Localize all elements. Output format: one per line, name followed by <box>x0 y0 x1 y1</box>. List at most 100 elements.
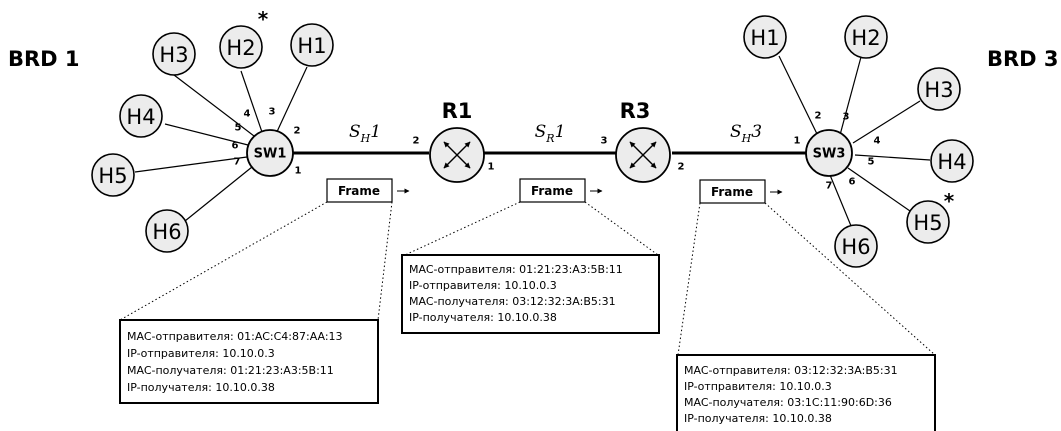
host-circle <box>834 224 878 268</box>
mac-destination: MAC-получателя: 03:1C:11:90:6D:36 <box>684 396 892 409</box>
switch-circle <box>805 129 853 177</box>
segment-sub: H <box>360 132 371 145</box>
host-h2-left[interactable]: H2 <box>219 25 263 69</box>
info-box <box>401 254 660 334</box>
host-circle <box>930 139 974 183</box>
host-circle <box>290 23 334 67</box>
frame-info-1: MAC-отправителя: 01:AC:C4:87:AA:13 IP-от… <box>119 319 379 404</box>
callout-line <box>584 201 659 256</box>
ip-source: IP-отправителя: 10.10.0.3 <box>127 347 275 360</box>
svg-text:SR1: SR1 <box>535 122 566 145</box>
sw3-port-numbers: 2 3 4 5 6 7 <box>815 111 881 192</box>
router-r3[interactable]: R3 <box>615 99 671 183</box>
host-circle <box>844 15 888 59</box>
link-sw1-h6 <box>184 166 253 222</box>
ip-source: IP-отправителя: 10.10.0.3 <box>409 279 557 292</box>
port-number: 4 <box>874 136 881 147</box>
host-h4-left[interactable]: H4 <box>119 94 163 138</box>
frame-box-2[interactable]: Frame <box>519 178 603 203</box>
port-number: 4 <box>244 109 251 120</box>
host-circle <box>743 15 787 59</box>
host-h1-right[interactable]: H1 <box>743 15 787 59</box>
link-sw1-h4 <box>164 123 249 146</box>
link-sw3-h3 <box>852 100 921 144</box>
right-hosts: H1 H2 H3 H4 H5 * H6 <box>743 15 974 268</box>
host-label: H3 <box>924 78 953 102</box>
left-host-links <box>134 66 308 222</box>
host-label: H1 <box>297 34 326 58</box>
info-box <box>119 319 379 404</box>
left-hosts: H3 H2 * H1 H4 H5 H6 <box>91 7 334 253</box>
port-number: 3 <box>843 112 850 123</box>
port-number: 6 <box>232 141 239 152</box>
mac-source: MAC-отправителя: 01:AC:C4:87:AA:13 <box>127 330 343 343</box>
sw1-port-numbers: 4 3 2 5 6 7 1 <box>232 107 302 177</box>
host-label: H3 <box>159 43 188 67</box>
host-circle <box>906 200 950 244</box>
port-number: 1 <box>295 166 302 177</box>
callout-lines <box>119 201 936 356</box>
switch-sw3[interactable]: SW3 <box>805 129 853 177</box>
host-h6-left[interactable]: H6 <box>145 209 189 253</box>
svg-text:SH1: SH1 <box>349 122 381 145</box>
port-number: 2 <box>294 126 301 137</box>
segment-label-sh1: SH1 <box>349 122 381 145</box>
host-label: H2 <box>226 36 255 60</box>
segment-suffix: 1 <box>555 122 566 142</box>
port-number: 2 <box>678 162 685 173</box>
frame-rect <box>699 179 766 204</box>
callout-line <box>404 201 521 256</box>
port-number: 7 <box>826 181 833 192</box>
router-label: R1 <box>442 99 473 123</box>
port-number: 6 <box>849 177 856 188</box>
ip-destination: IP-получателя: 10.10.0.38 <box>127 381 275 394</box>
switch-sw1[interactable]: SW1 <box>246 129 294 177</box>
host-label: H4 <box>937 150 966 174</box>
router-r1[interactable]: R1 <box>429 99 485 183</box>
host-h5-right[interactable]: H5 <box>906 200 950 244</box>
host-circle <box>145 209 189 253</box>
link-sw3-h5 <box>847 167 911 212</box>
host-h6-right[interactable]: H6 <box>834 224 878 268</box>
frame-info-2: MAC-отправителя: 01:21:23:A3:5B:11 IP-от… <box>401 254 660 334</box>
port-number: 5 <box>235 123 242 134</box>
callout-line <box>677 202 701 356</box>
frame-box-3[interactable]: Frame <box>699 179 783 204</box>
frame-info-3: MAC-отправителя: 03:12:32:3A:B5:31 IP-от… <box>676 354 936 431</box>
segment-label-sh3: SH3 <box>730 122 762 145</box>
host-circle <box>917 67 961 111</box>
callout-line <box>377 201 393 321</box>
host-label: H1 <box>750 26 779 50</box>
router-label: R3 <box>620 99 651 123</box>
frame-box-1[interactable]: Frame <box>326 178 410 203</box>
segment-main: S <box>730 122 742 142</box>
mac-destination: MAC-получателя: 01:21:23:A3:5B:11 <box>127 364 334 377</box>
frame-label: Frame <box>711 185 753 199</box>
frame-rect <box>326 178 393 203</box>
host-h1-left[interactable]: H1 <box>290 23 334 67</box>
link-sw1-h3 <box>173 74 259 140</box>
host-circle <box>152 32 196 76</box>
host-label: H4 <box>126 105 155 129</box>
host-h3-right[interactable]: H3 <box>917 67 961 111</box>
host-h5-left[interactable]: H5 <box>91 153 135 197</box>
host-label: H5 <box>913 211 942 235</box>
segment-sub: R <box>545 132 554 145</box>
frame-label: Frame <box>338 184 380 198</box>
host-h2-right[interactable]: H2 <box>844 15 888 59</box>
host-h4-right[interactable]: H4 <box>930 139 974 183</box>
host-label: H6 <box>152 220 181 244</box>
ip-destination: IP-получателя: 10.10.0.38 <box>684 412 832 425</box>
segment-label-sr1: SR1 <box>535 122 566 145</box>
right-host-links <box>778 55 931 239</box>
mac-source: MAC-отправителя: 01:21:23:A3:5B:11 <box>409 263 623 276</box>
info-box <box>676 354 936 431</box>
link-sw3-h4 <box>854 154 931 161</box>
port-number: 3 <box>269 107 276 118</box>
domain-label-brd3: BRD 3 <box>987 47 1059 71</box>
host-h3-left[interactable]: H3 <box>152 32 196 76</box>
domain-label-brd1: BRD 1 <box>8 47 80 71</box>
port-number: 1 <box>794 136 801 147</box>
link-sw3-h1 <box>778 55 819 137</box>
